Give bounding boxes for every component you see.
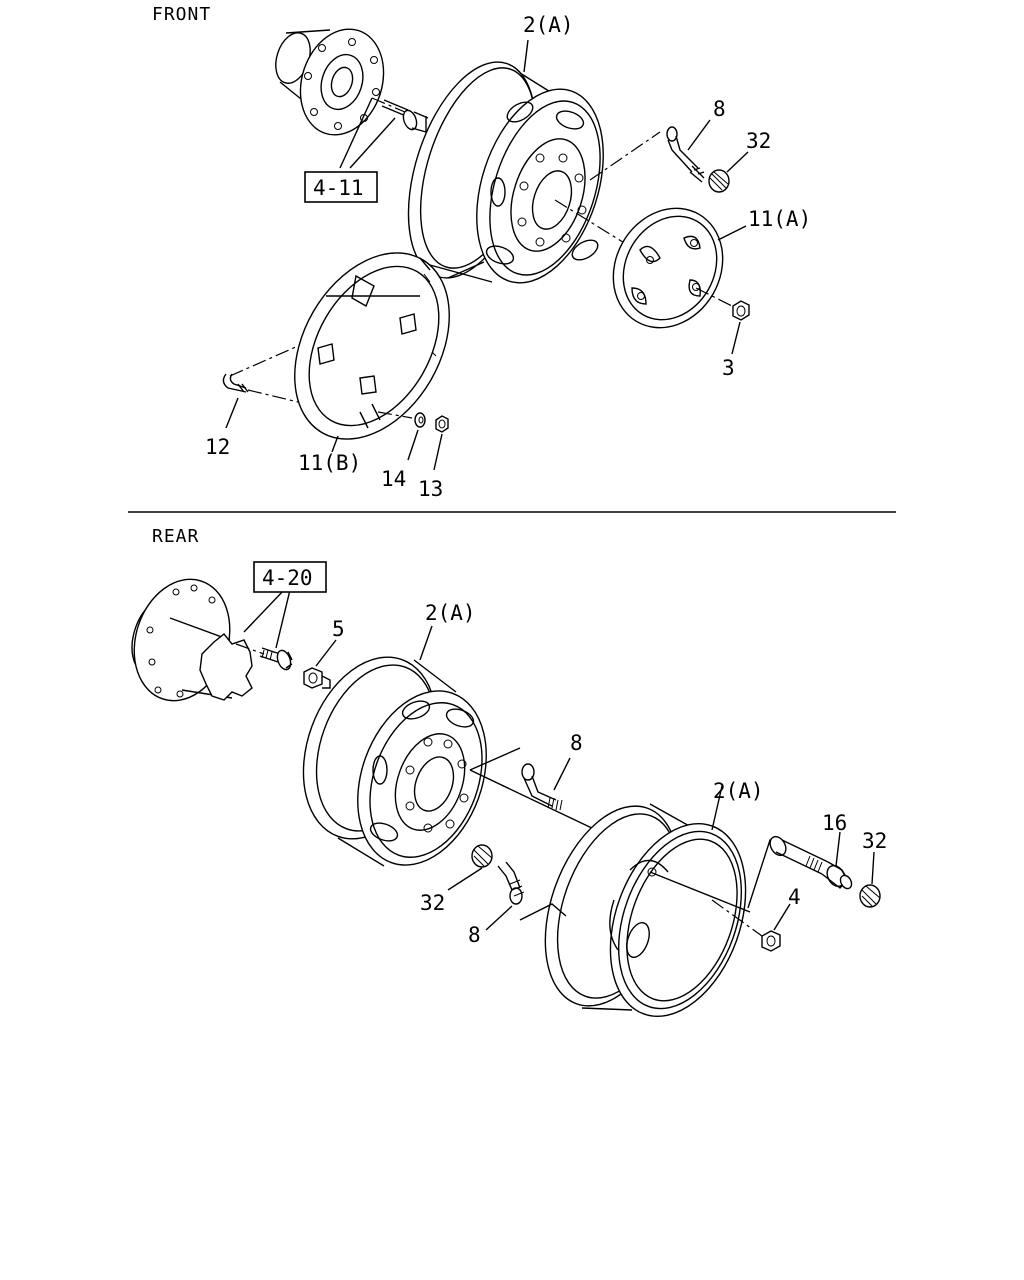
front-hub-bolt	[371, 97, 429, 133]
hub-ref-label-rear[interactable]: 4-20	[262, 566, 313, 590]
label-rear-cap-left[interactable]: 32	[420, 891, 445, 915]
front-valve-extension	[222, 373, 249, 393]
rear-hub	[131, 578, 253, 702]
hub-ref-box-rear[interactable]	[253, 561, 327, 593]
rear-lower-valve-stem	[497, 861, 525, 905]
front-small-nut	[435, 415, 449, 433]
label-front-cap[interactable]: 32	[746, 129, 771, 153]
label-front-valve[interactable]: 8	[713, 97, 726, 121]
rear-valve-cap-right	[859, 884, 881, 908]
rear-outer-wheel-rim	[544, 803, 747, 1018]
front-wheel-rim	[407, 61, 604, 284]
label-rear-lower-valve[interactable]: 8	[468, 923, 481, 947]
label-rear-extension[interactable]: 16	[822, 811, 847, 835]
label-front-wheel[interactable]: 2(A)	[523, 13, 574, 37]
rear-valve-extension	[769, 835, 853, 890]
label-front-washer[interactable]: 14	[381, 467, 406, 491]
label-rear-inner-wheel[interactable]: 2(A)	[425, 601, 476, 625]
section-title-rear: REAR	[152, 526, 199, 547]
front-hub	[275, 28, 385, 136]
rear-upper-valve-stem	[521, 763, 563, 811]
label-rear-inner-nut[interactable]: 5	[332, 617, 345, 641]
label-front-valve-extension[interactable]: 12	[205, 435, 230, 459]
rear-valve-cap-left	[471, 844, 493, 868]
label-rear-outer-wheel[interactable]: 2(A)	[713, 779, 764, 803]
label-rear-cap-right[interactable]: 32	[862, 829, 887, 853]
rear-inner-nut	[303, 667, 331, 689]
label-rear-outer-nut[interactable]: 4	[788, 885, 801, 909]
front-disc-b	[294, 252, 450, 440]
label-front-disc-a[interactable]: 11(A)	[748, 207, 811, 231]
rear-inner-wheel-rim	[302, 656, 487, 867]
front-valve-stem	[666, 126, 705, 183]
hub-ref-box-front[interactable]	[304, 171, 378, 203]
front-valve-cap	[708, 169, 730, 193]
front-disc-a	[612, 207, 724, 329]
section-title-front: FRONT	[152, 4, 211, 25]
rear-outer-nut	[761, 930, 781, 952]
label-front-small-nut[interactable]: 13	[418, 477, 443, 501]
label-rear-upper-valve[interactable]: 8	[570, 731, 583, 755]
front-wheel-nut	[732, 300, 750, 321]
hub-ref-label-front[interactable]: 4-11	[313, 176, 364, 200]
label-front-disc-b[interactable]: 11(B)	[298, 451, 361, 475]
front-washer	[414, 412, 426, 428]
label-front-nut[interactable]: 3	[722, 356, 735, 380]
rear-hub-bolt	[235, 643, 293, 671]
